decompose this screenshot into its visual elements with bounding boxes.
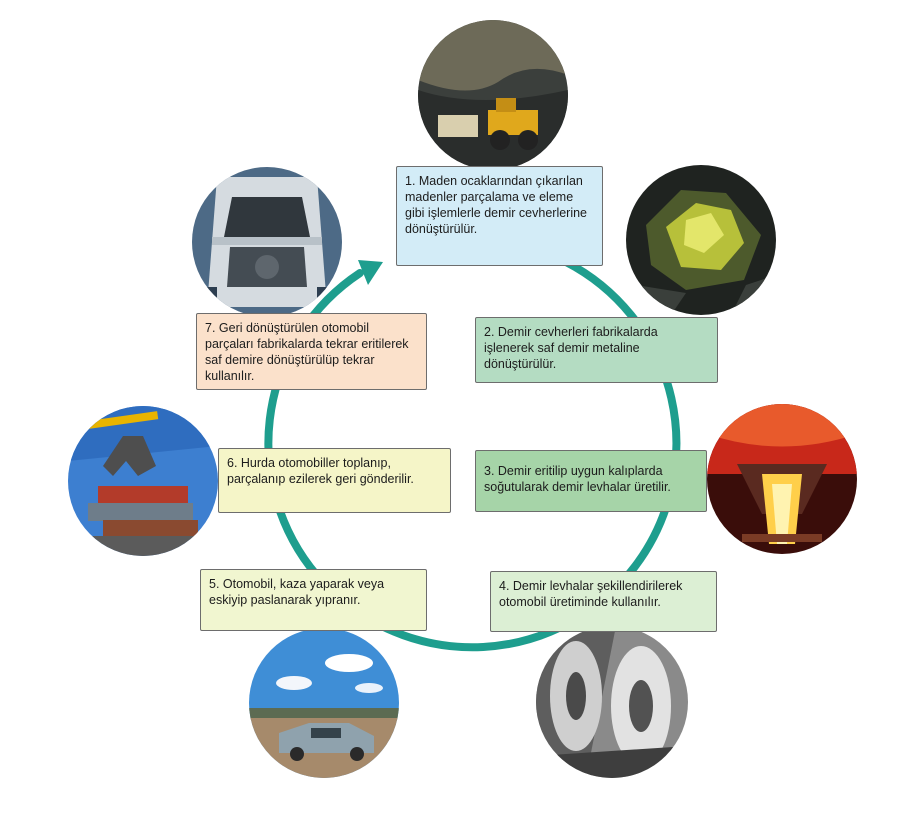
step-6-box: 6. Hurda otomobiller toplanıp, parçalanı… — [218, 448, 451, 513]
iron-ore-photo — [626, 165, 776, 315]
molten-iron-photo — [707, 404, 857, 554]
step-5-box: 5. Otomobil, kaza yaparak veya eskiyip p… — [200, 569, 427, 631]
wrecked-car-photo — [249, 628, 399, 778]
scrap-cars-photo — [68, 406, 218, 556]
cycle-arc — [264, 258, 681, 652]
mining-quarry-photo — [418, 20, 568, 170]
steel-coils-photo — [536, 626, 688, 778]
step-2-box: 2. Demir cevherleri fabrikalarda işlener… — [475, 317, 718, 383]
step-7-box: 7. Geri dönüştürülen otomobil parçaları … — [196, 313, 427, 390]
step-1-box: 1. Maden ocaklarından çıkarılan madenler… — [396, 166, 603, 266]
car-body-photo — [192, 167, 342, 317]
step-4-box: 4. Demir levhalar şekillendirilerek otom… — [490, 571, 717, 632]
step-3-box: 3. Demir eritilip uygun kalıplarda soğut… — [475, 450, 707, 512]
cycle-arrowhead — [358, 260, 383, 285]
